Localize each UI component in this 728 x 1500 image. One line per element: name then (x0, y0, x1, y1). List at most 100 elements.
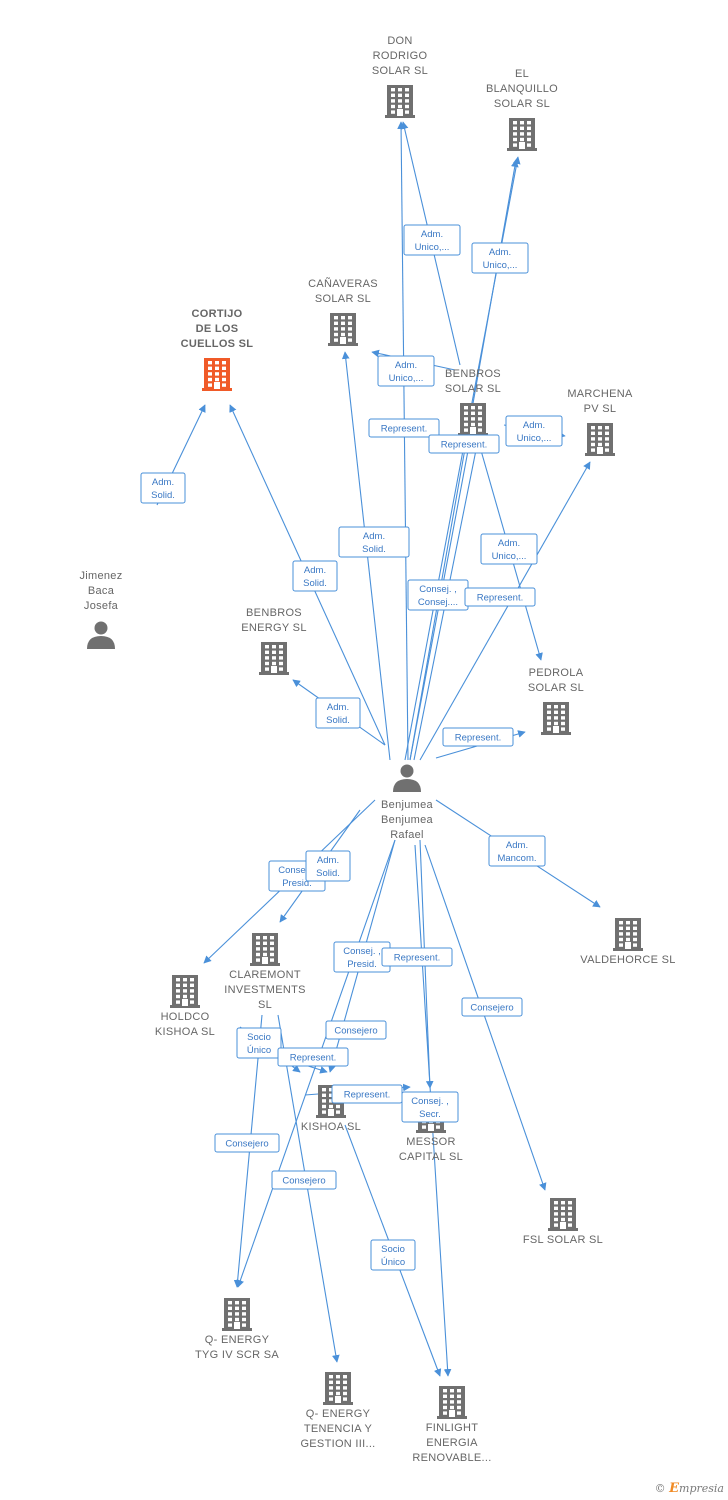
edge-label-text: Adm. (304, 565, 326, 576)
node-label: INVESTMENTS (224, 984, 306, 996)
edge-label[interactable]: Consejero (461, 997, 523, 1017)
edge-label-box[interactable] (480, 533, 538, 565)
edge-label[interactable]: Adm.Unico,... (480, 533, 538, 565)
edge-label[interactable]: Consejero (214, 1133, 280, 1153)
edge-label[interactable]: Adm. Unico,... (377, 355, 435, 387)
edge-label-box[interactable] (325, 1020, 387, 1040)
edge-labels-layer: Adm.Unico,...Adm.Unico,...Adm.Unico,...R… (140, 224, 563, 1271)
edge-label-box[interactable] (277, 1047, 349, 1067)
edge-label[interactable]: Adm.Unico,... (505, 415, 563, 447)
edge-label-text: Mancom. (497, 853, 536, 864)
edge-label-box[interactable] (442, 727, 514, 747)
edge-label[interactable]: Consejero (271, 1170, 337, 1190)
edge-label[interactable]: Represent. (368, 418, 440, 438)
empresia-logo-initial: E (669, 1481, 680, 1496)
edge-label[interactable]: Represent. (381, 947, 453, 967)
edge-label-box[interactable] (338, 526, 410, 558)
node-label: CUELLOS SL (181, 338, 254, 350)
edge-label[interactable]: Adm.Solid. (140, 472, 186, 504)
edge-label[interactable]: Adm.Solid. (338, 526, 410, 558)
edge-label-box[interactable] (401, 1091, 459, 1123)
edge-label[interactable]: Adm. Solid. (292, 560, 338, 592)
edge-label-box[interactable] (271, 1170, 337, 1190)
node-label: KISHOA SL (155, 1026, 215, 1038)
edge-label-text: Consej. , (278, 865, 316, 876)
edge-label[interactable]: Represent. (442, 727, 514, 747)
empresia-footer[interactable]: © Empresia (655, 1481, 724, 1496)
edge-label-text: Único (247, 1045, 271, 1056)
edge-label-text: Presid. (347, 959, 377, 970)
building-icon (250, 933, 280, 966)
edge-label[interactable]: Adm.Solid. (305, 850, 351, 882)
node-kishoa[interactable]: KISHOA SL (301, 1085, 361, 1133)
edge-label-text: Represent. (477, 593, 523, 604)
edge-label-text: Unico,... (415, 242, 450, 253)
edge-label-box[interactable] (377, 355, 435, 387)
edge-label[interactable]: Consej. ,Secr. (401, 1091, 459, 1123)
edge-label[interactable]: Adm.Solid. (315, 697, 361, 729)
edge-label-box[interactable] (214, 1133, 280, 1153)
edge-label-box[interactable] (236, 1027, 282, 1059)
edge-label-box[interactable] (315, 697, 361, 729)
edge-label-text: Adm. (395, 360, 417, 371)
edge-label-text: Consejero (225, 1139, 268, 1150)
node-label: EL (515, 68, 529, 80)
edge-label-box[interactable] (370, 1239, 416, 1271)
node-finlight[interactable]: FINLIGHTENERGIARENOVABLE... (412, 1386, 491, 1464)
node-fsl[interactable]: FSL SOLAR SL (523, 1198, 603, 1246)
building-icon (548, 1198, 578, 1231)
node-label: TENENCIA Y (304, 1423, 373, 1435)
edge-label[interactable]: Consejero (325, 1020, 387, 1040)
edge-label-box[interactable] (505, 415, 563, 447)
edge-label-box[interactable] (368, 418, 440, 438)
edge-label[interactable]: Represent. (277, 1047, 349, 1067)
edge-label-box[interactable] (140, 472, 186, 504)
edge-label-text: Consej. , (419, 584, 457, 595)
edge-label-text: Adm. (317, 855, 339, 866)
edge-label-box[interactable] (381, 947, 453, 967)
edge-label-box[interactable] (403, 224, 461, 256)
edge-label[interactable]: Represent. (331, 1084, 403, 1104)
node-label: PV SL (584, 403, 617, 415)
edge-label[interactable]: Represent. (464, 587, 536, 607)
edge-label-box[interactable] (464, 587, 536, 607)
node-label: RODRIGO (373, 50, 428, 62)
node-label: ENERGY SL (241, 622, 306, 634)
edge-label-text: Solid. (303, 578, 327, 589)
edge-label-box[interactable] (305, 850, 351, 882)
node-valdehorce[interactable]: VALDEHORCE SL (580, 918, 675, 966)
edge-label[interactable]: Adm.Mancom. (488, 835, 546, 867)
edge-label-text: Socio (381, 1244, 405, 1255)
edge-label-box[interactable] (461, 997, 523, 1017)
edge-label[interactable]: Consej. ,Consej.... (407, 579, 469, 611)
edge-label-text: Consej. , (343, 946, 381, 957)
building-icon (328, 313, 358, 346)
edge-label[interactable]: Adm.Unico,... (471, 242, 529, 274)
node-label: RENOVABLE... (412, 1452, 491, 1464)
edge-label-box[interactable] (428, 434, 500, 454)
edge-label[interactable]: Represent. (428, 434, 500, 454)
building-icon (202, 358, 232, 391)
edge-label-text: Unico,... (389, 373, 424, 384)
edge-label-box[interactable] (471, 242, 529, 274)
edge-label[interactable]: Adm.Unico,... (403, 224, 461, 256)
edge-label-box[interactable] (488, 835, 546, 867)
edge-label-box[interactable] (292, 560, 338, 592)
edge-label[interactable]: Consej. , Presid. (333, 941, 391, 973)
